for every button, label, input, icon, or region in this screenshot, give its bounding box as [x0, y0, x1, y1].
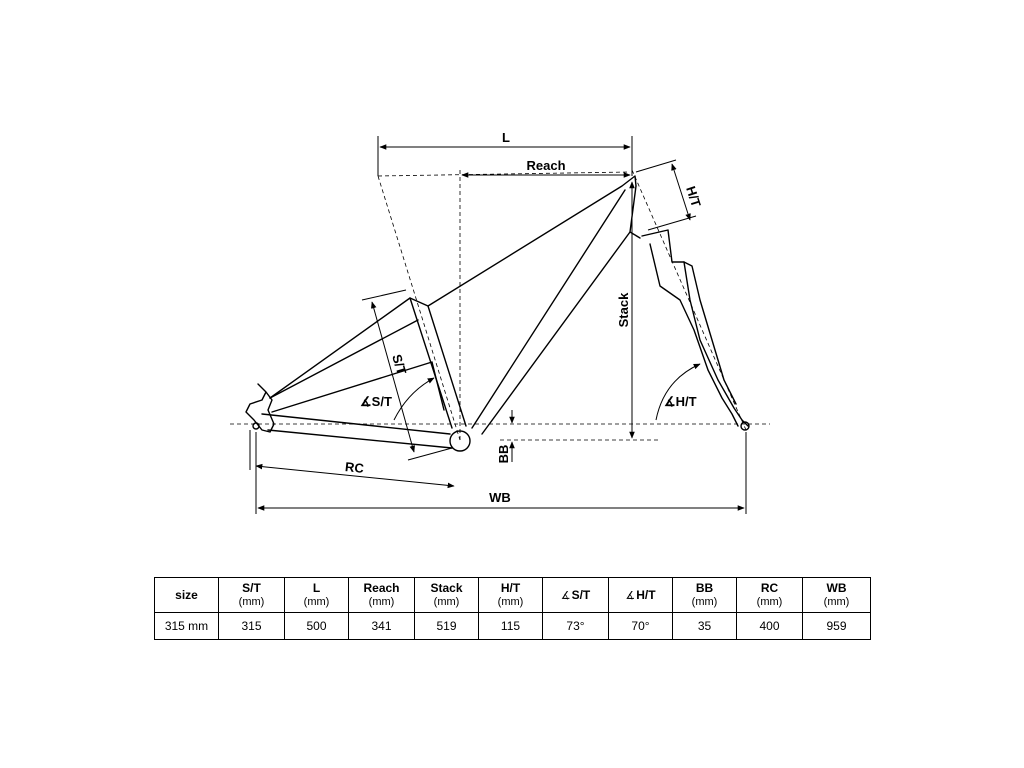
dim-rc: RC: [249, 430, 455, 489]
table-header-cell: BB(mm): [672, 577, 737, 613]
header-unit: (mm): [368, 596, 395, 608]
header-unit: (mm): [497, 596, 524, 608]
label-stack: Stack: [616, 292, 631, 327]
label-L: L: [502, 130, 510, 145]
dim-L: L: [377, 130, 633, 176]
angle-head-tube: ∡H/T: [655, 363, 701, 421]
table-header-cell: RC(mm): [736, 577, 803, 613]
angle-icon: ∡: [625, 589, 636, 602]
table-header-cell: ∡H/T: [608, 577, 673, 613]
dim-reach: Reach: [461, 158, 631, 178]
table-cell: 70°: [608, 612, 673, 640]
dim-wb: WB: [255, 432, 747, 514]
table-header-cell: Reach(mm): [348, 577, 415, 613]
header-label: size: [175, 588, 198, 602]
angle-icon: ∡: [560, 589, 571, 602]
header-unit: (mm): [303, 596, 330, 608]
label-seat-angle: ∡S/T: [360, 394, 392, 409]
angle-seat-tube: ∡S/T: [360, 377, 435, 421]
header-label: RC: [760, 581, 779, 595]
down-tube: [471, 189, 631, 435]
header-label: BB: [695, 581, 714, 595]
header-label: S/T: [242, 581, 261, 595]
frame-outline: [245, 175, 750, 452]
top-tube: [269, 175, 637, 399]
table-cell: 35: [672, 612, 737, 640]
table-cell: 73°: [542, 612, 609, 640]
header-label: H/T: [500, 581, 521, 595]
fork-lower: [683, 261, 737, 405]
rear-axle: [252, 422, 260, 430]
header-unit: (mm): [238, 596, 265, 608]
front-axle: [740, 421, 750, 431]
table-header-cell: Stack(mm): [414, 577, 479, 613]
header-unit: (mm): [691, 596, 718, 608]
table-cell: 315: [218, 612, 285, 640]
table-cell: 400: [736, 612, 803, 640]
label-head-angle: ∡H/T: [664, 394, 697, 409]
table-cell: 115: [478, 612, 543, 640]
table-header-cell: S/T(mm): [218, 577, 285, 613]
seat-tube: [409, 297, 467, 429]
head-axis-reference: [631, 169, 747, 431]
header-unit: (mm): [756, 596, 783, 608]
bottom-bracket: [449, 430, 471, 452]
table-header-cell: WB(mm): [802, 577, 871, 613]
header-label: Stack: [430, 581, 463, 595]
table-header-cell: size: [154, 577, 219, 613]
label-reach: Reach: [526, 158, 565, 173]
table-header-cell: L(mm): [284, 577, 349, 613]
table-cell: 500: [284, 612, 349, 640]
rear-dropout: [245, 383, 275, 433]
fork-rear: [649, 243, 739, 427]
dim-head-tube: H/T: [635, 159, 704, 231]
table-header-cell: ∡S/T: [542, 577, 609, 613]
header-label: S/T: [571, 587, 591, 602]
dim-bb: BB: [496, 410, 515, 464]
header-label: L: [312, 581, 321, 595]
header-unit: (mm): [433, 596, 460, 608]
table-cell: 519: [414, 612, 479, 640]
header-label: Reach: [363, 581, 400, 595]
header-label: WB: [826, 581, 847, 595]
table-header-cell: H/T(mm): [478, 577, 543, 613]
dim-stack: Stack: [616, 181, 635, 439]
table-cell: 959: [802, 612, 871, 640]
seat-stay: [269, 319, 445, 413]
label-rc: RC: [344, 459, 365, 476]
fork-front: [641, 229, 749, 427]
label-head-tube: H/T: [683, 184, 704, 209]
label-bb: BB: [496, 445, 511, 464]
chain-stay: [261, 413, 453, 449]
table-cell: 315 mm: [154, 612, 219, 640]
label-wb: WB: [489, 490, 511, 505]
header-label: H/T: [636, 587, 656, 602]
dim-seat-tube: S/T: [361, 289, 453, 461]
header-unit: (mm): [823, 596, 850, 608]
table-cell: 341: [348, 612, 415, 640]
label-seat-tube: S/T: [389, 352, 409, 376]
